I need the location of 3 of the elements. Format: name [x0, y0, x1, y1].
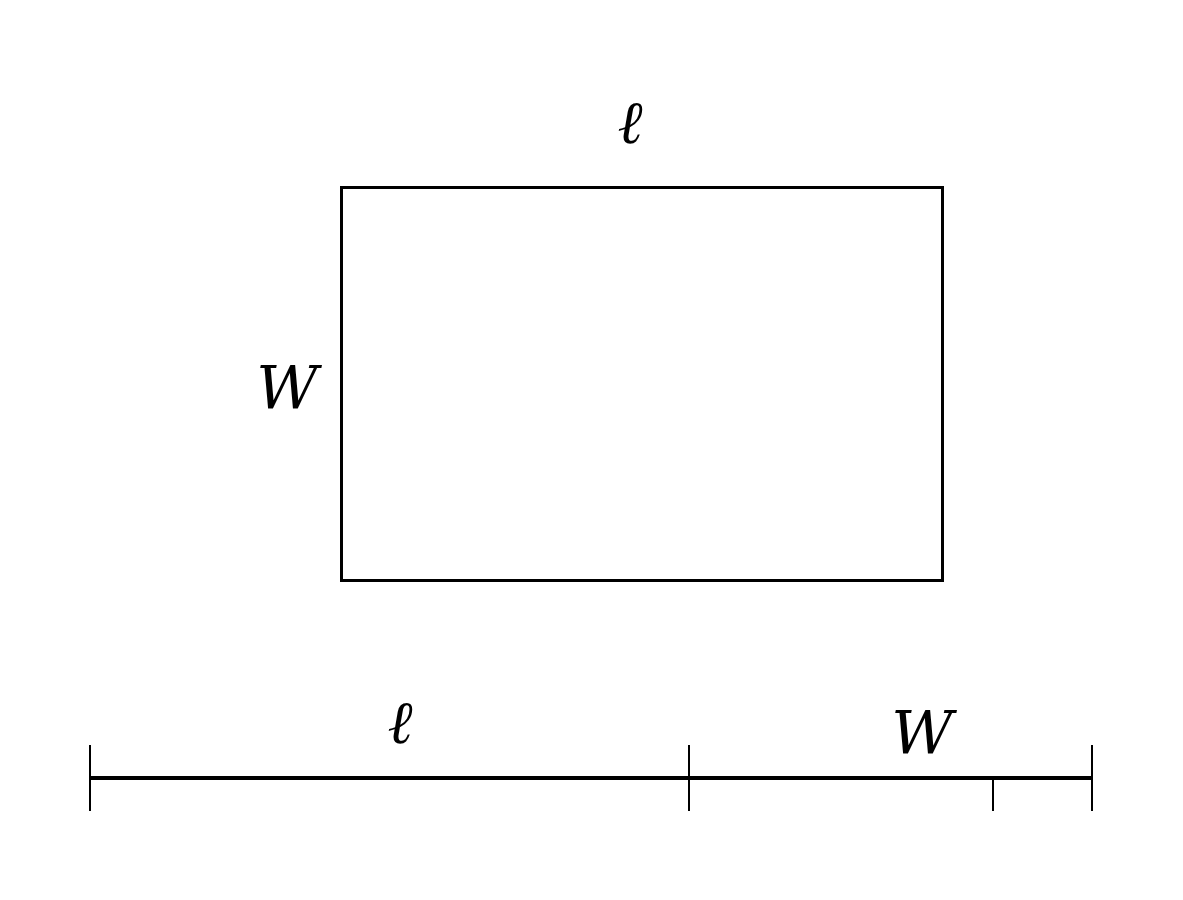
segment-label: ℓ [387, 692, 413, 752]
dimension-label: ℓ [617, 92, 643, 152]
rectangle [340, 186, 944, 582]
